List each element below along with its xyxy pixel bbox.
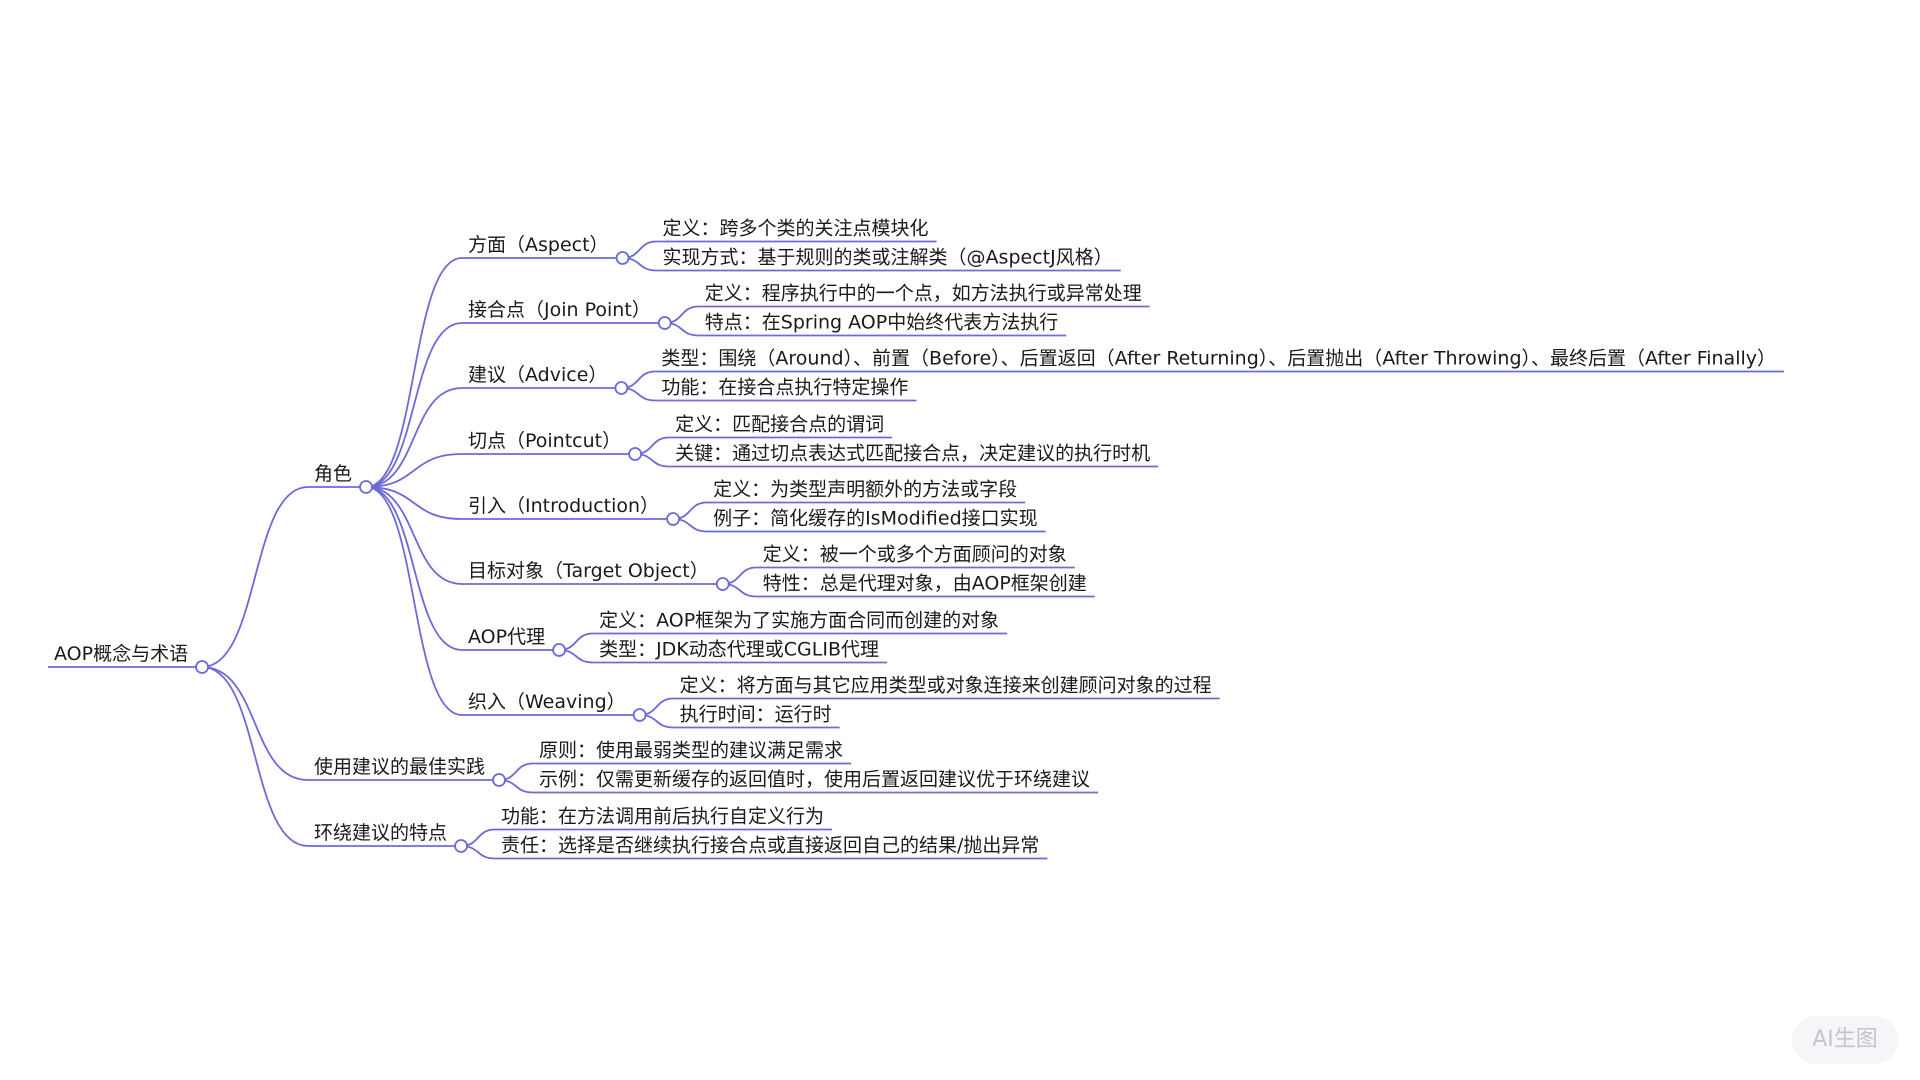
branch-2-edge bbox=[202, 666, 309, 847]
branch-0-item-1-edge bbox=[366, 322, 463, 488]
branch-0-item-5-toggle[interactable] bbox=[715, 577, 730, 591]
branch-0-item-0-leaf-1-label: 实现方式：基于规则的类或注解类（@AspectJ风格） bbox=[663, 247, 1113, 269]
branch-0-item-1-label: 接合点（Join Point） bbox=[468, 299, 651, 321]
branch-0-item-7-toggle[interactable] bbox=[632, 708, 647, 722]
branch-0-item-4-leaf-1-label: 例子：简化缓存的IsModified接口实现 bbox=[713, 508, 1038, 530]
branch-2-toggle[interactable] bbox=[454, 839, 468, 853]
branch-0-item-5-leaf-0-label: 定义：被一个或多个方面顾问的对象 bbox=[763, 544, 1067, 566]
branch-0-item-0-edge bbox=[365, 257, 463, 488]
branch-0-item-4-leaf-0-label: 定义：为类型声明额外的方法或字段 bbox=[713, 479, 1017, 501]
branch-0-item-4-edge bbox=[366, 486, 463, 520]
branch-0-item-5-edge bbox=[366, 486, 463, 585]
branch-0-item-2-toggle[interactable] bbox=[614, 381, 629, 395]
branch-0-label: 角色 bbox=[314, 463, 352, 485]
branch-1-edge bbox=[202, 666, 309, 781]
branch-0-item-5-leaf-1-label: 特性：总是代理对象，由AOP框架创建 bbox=[763, 573, 1087, 595]
branch-2-leaf-1-label: 责任：选择是否继续执行接合点或直接返回自己的结果/抛出异常 bbox=[501, 835, 1039, 857]
branch-2-leaf-0-label: 功能：在方法调用前后执行自定义行为 bbox=[501, 806, 824, 828]
branch-0-item-1-leaf-0-label: 定义：程序执行中的一个点，如方法执行或异常处理 bbox=[705, 283, 1142, 305]
branch-0-item-2-leaf-1-label: 功能：在接合点执行特定操作 bbox=[661, 377, 908, 399]
branch-2-label: 环绕建议的特点 bbox=[314, 822, 447, 844]
branch-0-item-3-toggle[interactable] bbox=[628, 447, 643, 461]
branch-0-toggle[interactable] bbox=[359, 480, 373, 494]
branch-0-item-0-toggle[interactable] bbox=[615, 251, 630, 265]
branch-0-item-6-edge bbox=[366, 486, 463, 651]
branch-0-item-5-label: 目标对象（Target Object） bbox=[468, 560, 709, 582]
branch-0-item-3-leaf-1-label: 关键：通过切点表达式匹配接合点，决定建议的执行时机 bbox=[675, 443, 1150, 465]
branch-0-item-3-edge bbox=[366, 453, 463, 488]
branch-0-item-7-edge bbox=[365, 486, 463, 716]
branch-0-item-3-label: 切点（Pointcut） bbox=[468, 430, 621, 452]
branch-0-item-0-leaf-0-label: 定义：跨多个类的关注点模块化 bbox=[663, 218, 929, 240]
branch-0-item-4-toggle[interactable] bbox=[666, 512, 680, 526]
mindmap-nodes: AOP概念与术语 角色 方面（Aspect） 定义：跨多个类的关注点模块化实现方式：基… bbox=[48, 218, 1785, 860]
branch-0-item-6-toggle[interactable] bbox=[552, 643, 566, 657]
branch-0-item-3-leaf-0-label: 定义：匹配接合点的谓词 bbox=[675, 414, 884, 436]
branch-0-item-6-leaf-1-label: 类型：JDK动态代理或CGLIB代理 bbox=[599, 639, 879, 661]
branch-0-item-2-edge bbox=[366, 387, 463, 488]
branch-0-item-7-label: 织入（Weaving） bbox=[468, 691, 626, 713]
branch-0-edge bbox=[202, 486, 309, 668]
branch-0-item-7-leaf-1-label: 执行时间：运行时 bbox=[680, 704, 832, 726]
branch-0-item-4-label: 引入（Introduction） bbox=[468, 495, 659, 517]
branch-0-item-1-leaf-1-label: 特点：在Spring AOP中始终代表方法执行 bbox=[705, 312, 1058, 334]
branch-0-item-1-toggle[interactable] bbox=[657, 316, 672, 330]
branch-1-leaf-1-label: 示例：仅需更新缓存的返回值时，使用后置返回建议优于环绕建议 bbox=[539, 769, 1090, 791]
root-node-label: AOP概念与术语 bbox=[54, 642, 188, 665]
branch-1-label: 使用建议的最佳实践 bbox=[314, 756, 485, 778]
branch-1-leaf-0-label: 原则：使用最弱类型的建议满足需求 bbox=[539, 740, 843, 762]
branch-0-item-7-leaf-0-label: 定义：将方面与其它应用类型或对象连接来创建顾问对象的过程 bbox=[680, 675, 1212, 697]
branch-1-toggle[interactable] bbox=[492, 773, 506, 787]
branch-0-item-6-leaf-0-label: 定义：AOP框架为了实施方面合同而创建的对象 bbox=[599, 610, 999, 632]
root-node-toggle[interactable] bbox=[195, 660, 209, 674]
branch-0-item-6-label: AOP代理 bbox=[468, 626, 545, 648]
branch-0-item-0-label: 方面（Aspect） bbox=[468, 234, 609, 256]
watermark-badge: AI生图 bbox=[1792, 1016, 1898, 1064]
branch-0-item-2-label: 建议（Advice） bbox=[468, 364, 607, 386]
branch-0-item-2-leaf-0-label: 类型：围绕（Around）、前置（Before）、后置返回（After Retu… bbox=[661, 348, 1776, 370]
